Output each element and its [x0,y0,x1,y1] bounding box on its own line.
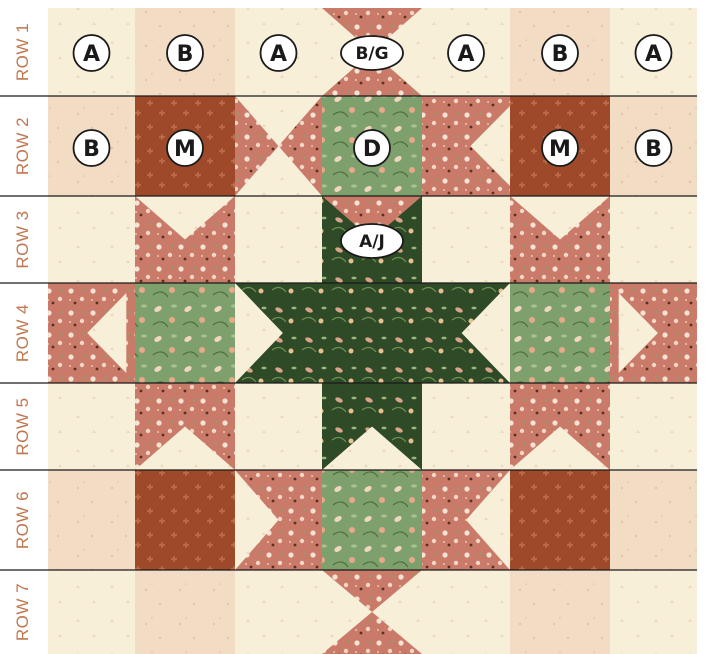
fabric-badge-label: B/G [355,44,388,64]
fabric-badge-label: A [645,42,662,67]
quilt-cell-r7-c7 [610,570,697,654]
fabric-badge-label: D [363,137,381,162]
quilt-cell-r5-c7 [610,383,697,470]
row-label: ROW 5 [13,397,32,455]
quilt-cell-r4-c6 [510,283,610,383]
fabric-badge-label: A/J [359,232,385,252]
fabric-badge: B/G [341,36,403,70]
fabric-badge-label: B [83,137,100,162]
quilt-cell-r3-c7 [610,196,697,283]
row-label: ROW 4 [13,304,32,362]
row-label: ROW 2 [13,117,32,175]
fabric-badge: B [636,130,672,166]
quilt-cell-r7-c3 [235,570,322,654]
row-label: ROW 6 [13,491,32,549]
fabric-badge-label: M [174,137,196,162]
fabric-badge: B [74,130,110,166]
row-label: ROW 1 [13,23,32,81]
quilt-cell-r7-c5 [422,570,510,654]
fabric-badge: D [354,130,390,166]
fabric-badge: A [636,35,672,71]
fabric-badge: A [74,35,110,71]
fabric-badge-label: B [645,137,662,162]
quilt-cell-r5-c5 [422,383,510,470]
row-label: ROW 7 [13,583,32,641]
fabric-badge: M [167,130,203,166]
row-label: ROW 3 [13,210,32,268]
fabric-badge: A [448,35,484,71]
quilt-cell-r7-c2 [135,570,235,654]
quilt-cell-r3-c3 [235,196,322,283]
fabric-badge-label: A [83,42,100,67]
fabric-badge: M [542,130,578,166]
quilt-cell-r7-c6 [510,570,610,654]
fabric-badge-label: A [457,42,474,67]
fabric-badge-label: B [552,42,569,67]
fabric-badge: A/J [341,224,403,258]
fabric-badge-label: M [549,137,571,162]
quilt-cell-r5-c3 [235,383,322,470]
fabric-badge-label: A [270,42,287,67]
quilt-cell-r4-c4 [322,283,422,383]
quilt-cell-r3-c1 [48,196,135,283]
fabric-badge: A [261,35,297,71]
fabric-badge: B [542,35,578,71]
quilt-cell-r6-c2 [135,470,235,570]
quilt-cell-r6-c4 [322,470,422,570]
fabric-badge-label: B [177,42,194,67]
quilt-cell-r6-c6 [510,470,610,570]
quilt-cell-r5-c1 [48,383,135,470]
quilt-cell-r6-c1 [48,470,135,570]
top-margin [48,0,697,8]
quilt-cell-r6-c7 [610,470,697,570]
quilt-cell-r7-c1 [48,570,135,654]
fabric-badge: B [167,35,203,71]
quilt-cell-r4-c2 [135,283,235,383]
quilt-cell-r3-c5 [422,196,510,283]
